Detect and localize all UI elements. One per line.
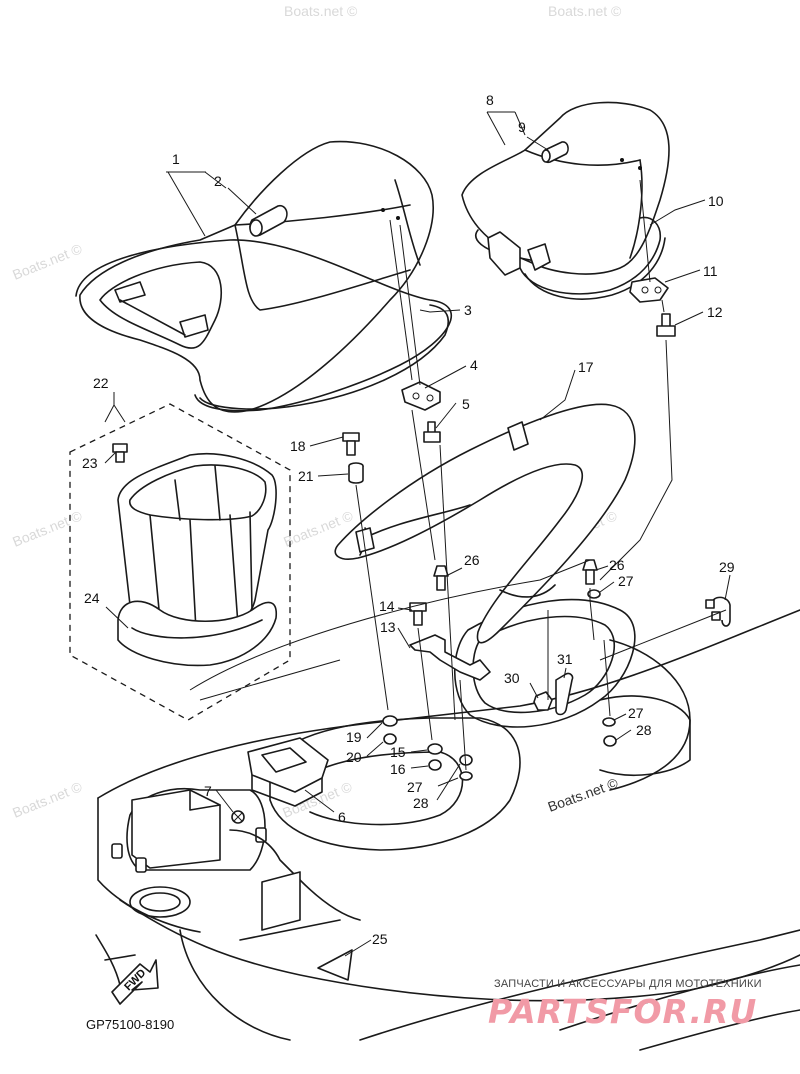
bolt-18 [342,432,360,456]
watermark: Boats.net © [10,240,85,283]
callout-3: 3 [464,302,472,318]
clip-29 [705,596,731,627]
watermark: Boats.net © [10,507,85,550]
callout-15: 15 [390,744,406,760]
callout-7: 7 [204,783,212,799]
watermarks: Boats.net © Boats.net © Boats.net © Boat… [10,3,622,821]
callout-22: 22 [93,375,109,391]
front-seat-hook [401,381,441,411]
callout-18: 18 [290,438,306,454]
callout-13: 13 [380,619,396,635]
rear-seat-gasket [519,216,662,295]
callout-27: 27 [407,779,423,795]
callout-26: 26 [464,552,480,568]
callout-12: 12 [707,304,723,320]
callout-21: 21 [298,468,314,484]
callout-20: 20 [346,749,362,765]
alignment-lines [189,179,727,771]
callout-29: 29 [719,559,735,575]
callout-5: 5 [462,396,470,412]
decal-25 [317,949,353,981]
bolt-26a [433,565,449,591]
watermark: Boats.net © [284,3,358,19]
washer-27b [602,717,616,727]
washer-27c [459,771,473,781]
leader-lines [104,111,731,957]
callout-8: 8 [486,92,494,108]
front-seat [79,140,434,413]
rear-seat [461,101,670,276]
watermark: Boats.net © [10,778,85,821]
hull-deck [95,598,800,1051]
callouts: 1 2 3 4 5 6 7 8 9 10 11 12 13 14 15 16 1… [82,92,735,947]
bolt-12 [656,313,676,337]
callout-16: 16 [390,761,406,777]
nut-16 [428,759,442,771]
brand-logo[interactable]: PARTSFOR.RU [488,992,758,1031]
bolt-26b [582,559,598,585]
callout-17: 17 [578,359,594,375]
bolt-14 [409,602,427,626]
callout-10: 10 [708,193,724,209]
plate-31 [555,672,574,716]
screw-7 [231,810,245,824]
rear-seat-hook [629,277,669,303]
rear-seat-gasket-inner [524,237,666,300]
clip-23 [112,443,128,463]
brand-tagline: ЗАПЧАСТИ И АКСЕССУАРЫ ДЛЯ МОТОТЕХНИКИ [494,978,762,990]
callout-9: 9 [518,119,526,135]
washer-15 [427,743,443,755]
callout-28: 28 [413,795,429,811]
watermark: Boats.net © [546,774,621,814]
callout-14: 14 [379,598,395,614]
lid-6 [247,737,329,807]
callout-19: 19 [346,729,362,745]
callout-25: 25 [372,931,388,947]
callout-23: 23 [82,455,98,471]
callout-24: 24 [84,590,100,606]
front-seat-gasket-inner [199,304,449,410]
callout-31: 31 [557,651,573,667]
callout-26: 26 [609,557,625,573]
nut-28a [603,735,617,747]
callout-6: 6 [338,809,346,825]
nut-20 [383,733,397,745]
bracket-13 [409,634,491,681]
collar-21 [348,462,364,484]
callout-30: 30 [504,670,520,686]
bolt-5 [423,421,441,443]
callout-1: 1 [172,151,180,167]
storage-box-group [69,403,291,721]
callout-4: 4 [470,357,478,373]
watermark: Boats.net © [548,3,622,19]
diagram-code: GP75100-8190 [86,1017,174,1032]
callout-11: 11 [703,263,718,279]
callout-27: 27 [618,573,634,589]
callout-27: 27 [628,705,644,721]
callout-28: 28 [636,722,652,738]
washer-27a [587,589,601,599]
washer-19 [382,715,398,727]
callout-2: 2 [214,173,222,189]
